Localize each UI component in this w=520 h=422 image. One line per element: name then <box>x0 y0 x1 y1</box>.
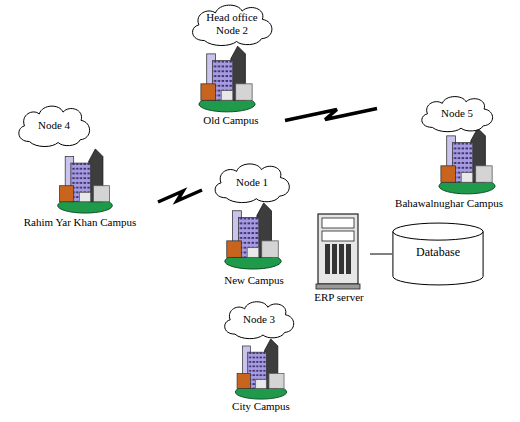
campus-node: Node 5 Bahawalnughar Campus <box>380 93 518 213</box>
wireless-link <box>285 109 377 121</box>
building-icon <box>439 128 495 194</box>
cloud-shape: Node 5 <box>416 93 498 133</box>
cloud-path <box>19 106 90 146</box>
server-node: ERP server <box>308 212 370 306</box>
cloud-path <box>215 164 289 203</box>
campus-name: Bahawalnughar Campus <box>395 197 503 210</box>
campus-node: Node 3 City Campus <box>213 298 309 416</box>
building-icon <box>225 203 281 269</box>
wireless-link <box>158 190 202 202</box>
cylinder-body <box>393 223 483 285</box>
building-icon <box>58 149 113 213</box>
cloud-path <box>193 5 272 45</box>
campus-name: Rahim Yar Khan Campus <box>24 216 136 229</box>
node-label: Node 5 <box>441 107 473 120</box>
cloud-path <box>422 97 493 132</box>
cloud-shape: Head office Node 2 <box>186 1 278 47</box>
server-icon <box>316 214 360 289</box>
building-icon <box>235 339 286 399</box>
node-label: Node 3 <box>243 313 275 326</box>
campus-node: Node 4 Rahim Yar Khan Campus <box>5 100 155 232</box>
node-label: Head office Node 2 <box>200 11 264 36</box>
node-label: Node 4 <box>38 119 70 132</box>
cloud-shape: Node 1 <box>209 160 295 204</box>
building-icon <box>199 46 255 112</box>
campus-name: Old Campus <box>203 114 258 127</box>
database-node: Database <box>392 222 484 286</box>
campus-node: Head office Node 2 Old Campus <box>180 0 282 136</box>
campus-node: Node 1 New Campus <box>205 160 303 290</box>
cloud-path <box>225 302 294 339</box>
cloud-shape: Node 3 <box>219 298 299 340</box>
database-label: Database <box>392 246 484 260</box>
connection-line <box>370 254 392 255</box>
campus-name: City Campus <box>232 400 290 413</box>
cloud-shape: Node 4 <box>13 102 95 148</box>
campus-name: New Campus <box>224 274 284 287</box>
cylinder-rim <box>393 232 483 241</box>
node-label: Node 1 <box>236 176 268 189</box>
server-label: ERP server <box>314 291 363 304</box>
